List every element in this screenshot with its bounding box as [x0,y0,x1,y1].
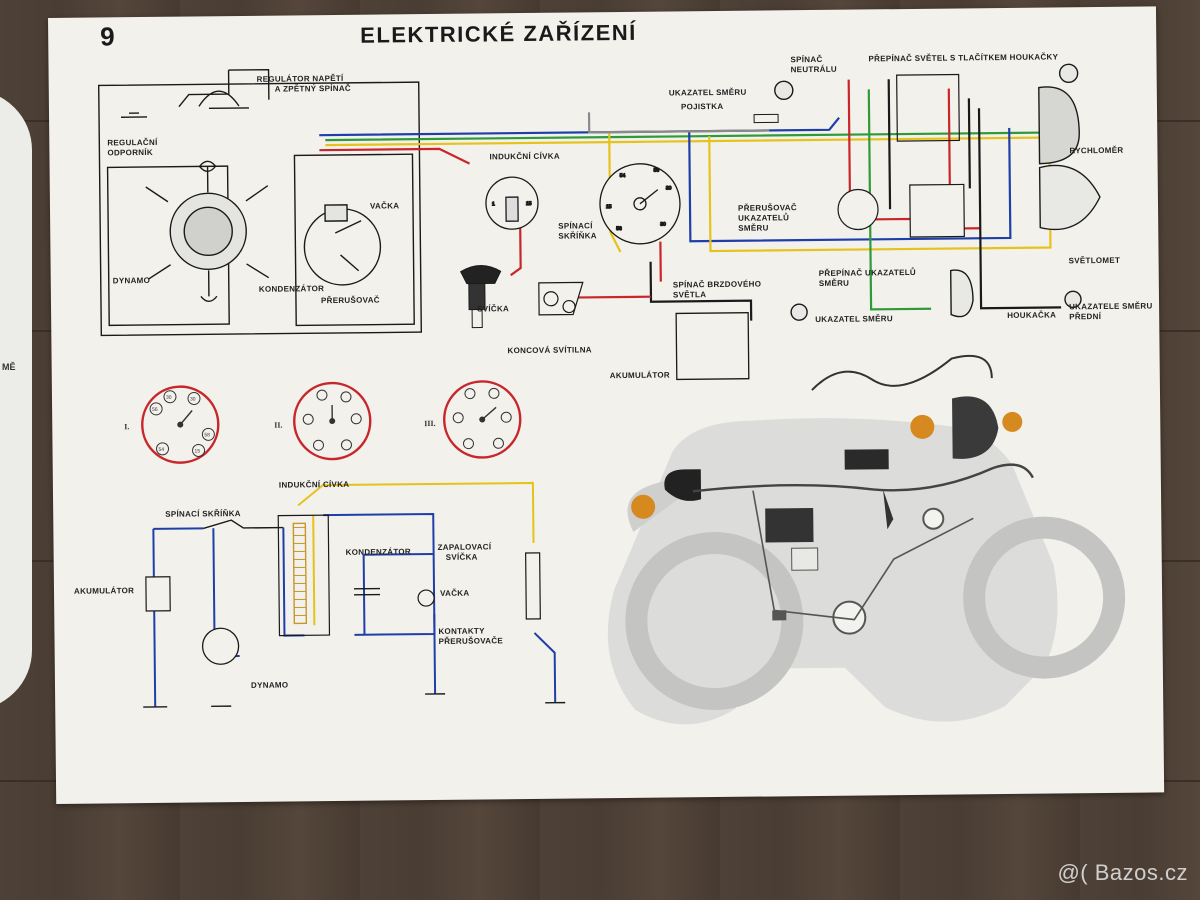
motorcycle-illustration [607,354,1126,725]
svg-text:30: 30 [666,185,672,191]
ignition-switch: 54 56 30 15 58 30 [599,163,681,245]
svg-text:KONDENZÁTOR: KONDENZÁTOR [259,284,324,294]
svg-text:II.: II. [274,421,282,430]
svg-text:PŘEDNÍ: PŘEDNÍ [1069,312,1102,321]
svg-text:KONTAKTY: KONTAKTY [438,626,485,635]
svg-text:UKAZATEL SMĚRU: UKAZATEL SMĚRU [815,314,893,324]
svg-text:PŘERUŠOVAČE: PŘERUŠOVAČE [439,636,504,646]
svg-text:VAČKA: VAČKA [370,201,399,210]
svg-text:UKAZATELE SMĚRU: UKAZATELE SMĚRU [1069,301,1153,311]
svg-text:AKUMULÁTOR: AKUMULÁTOR [74,586,134,596]
switch-position-2: II. [274,381,372,461]
poster-title: ELEKTRICKÉ ZAŘÍZENÍ [360,20,637,48]
svg-text:PŘEPÍNAČ SVĚTEL S TLAČÍTKEM HO: PŘEPÍNAČ SVĚTEL S TLAČÍTKEM HOUKAČKY [868,52,1058,63]
svg-text:UKAZATEL SMĚRU: UKAZATEL SMĚRU [669,88,747,98]
svg-text:SMĚRU: SMĚRU [738,223,768,232]
svg-text:56: 56 [654,168,660,174]
svg-text:INDUKČNÍ CÍVKA: INDUKČNÍ CÍVKA [489,152,560,162]
svg-text:30: 30 [166,395,172,401]
svg-text:HOUKAČKA: HOUKAČKA [1007,310,1056,320]
svg-text:SPÍNAČ: SPÍNAČ [790,55,822,64]
main-diagram-labels: REGULÁTOR NAPĚTÍ A ZPĚTNÝ SPÍNAČ REGULAČ… [107,52,1153,381]
fuse [753,113,779,124]
svg-text:III.: III. [424,419,435,428]
svg-text:30: 30 [190,396,196,402]
coil-terminal-1: 1 [492,201,495,207]
svg-text:54: 54 [158,447,164,453]
svg-text:DYNAMO: DYNAMO [113,276,150,285]
svg-text:SPÍNAČ BRZDOVÉHO: SPÍNAČ BRZDOVÉHO [673,280,761,290]
svg-text:RYCHLOMĚR: RYCHLOMĚR [1069,146,1123,156]
svg-text:DYNAMO: DYNAMO [251,681,288,690]
svg-text:VAČKA: VAČKA [440,589,469,598]
svg-text:PŘERUŠOVAČ: PŘERUŠOVAČ [738,203,797,213]
poster-number: 9 [100,21,115,51]
svg-text:SVĚTLA: SVĚTLA [673,290,706,299]
bazos-watermark: @( Bazos.cz [1057,860,1188,885]
partial-left-text: MĚ [2,362,16,372]
svg-text:NEUTRÁLU: NEUTRÁLU [791,65,837,74]
svg-text:56: 56 [152,407,158,413]
svg-text:PŘEPÍNAČ UKAZATELŮ: PŘEPÍNAČ UKAZATELŮ [819,267,916,278]
svg-text:ODPORNÍK: ODPORNÍK [107,148,153,157]
wiring-diagram: 9 ELEKTRICKÉ ZAŘÍZENÍ [74,20,1153,725]
svg-text:15: 15 [195,448,201,454]
svg-text:I.: I. [124,422,129,431]
switch-position-3: III. [424,380,522,459]
svg-text:INDUKČNÍ CÍVKA: INDUKČNÍ CÍVKA [279,480,350,490]
svg-text:SKŘÍŇKA: SKŘÍŇKA [558,231,597,240]
dynamo-block [98,68,423,337]
coil-terminal-15: 15 [526,201,532,207]
turn-signal-flasher [837,183,965,238]
svg-text:REGULÁTOR NAPĚTÍ: REGULÁTOR NAPĚTÍ [257,74,344,84]
svg-text:REGULAČNÍ: REGULAČNÍ [107,138,158,148]
svg-text:SPÍNACÍ SKŘÍŇKA: SPÍNACÍ SKŘÍŇKA [165,509,241,519]
svg-text:AKUMULÁTOR: AKUMULÁTOR [610,371,670,381]
poster-sheet: 9 ELEKTRICKÉ ZAŘÍZENÍ [48,6,1165,804]
battery [675,312,750,381]
svg-text:POJISTKA: POJISTKA [681,102,724,111]
headlight [774,63,1101,321]
svg-text:SVÍČKA: SVÍČKA [477,304,509,313]
svg-text:58: 58 [616,226,622,232]
switch-position-1: I. 30 30 56 58 54 15 [124,385,220,464]
svg-text:A ZPĚTNÝ SPÍNAČ: A ZPĚTNÝ SPÍNAČ [275,84,351,94]
svg-text:54: 54 [620,173,626,179]
light-switch-box [896,73,960,142]
switch-position-diagrams: I. 30 30 56 58 54 15 II. III. [124,380,522,464]
svg-text:UKAZATELŮ: UKAZATELŮ [738,212,789,223]
svg-text:PŘERUŠOVAČ: PŘERUŠOVAČ [321,296,380,306]
svg-text:58: 58 [204,432,210,438]
spark-plug [460,264,502,329]
adjacent-poster-edge: MĚ [0,90,32,710]
induction-coil: 1 15 [485,176,539,230]
tail-light [538,281,584,316]
svg-text:SPÍNACÍ: SPÍNACÍ [558,221,593,230]
svg-text:SMĚRU: SMĚRU [819,279,849,288]
svg-text:30: 30 [660,222,666,228]
wire-harness [319,79,1062,321]
svg-text:KONDENZÁTOR: KONDENZÁTOR [346,547,411,557]
svg-text:KONCOVÁ SVÍTILNA: KONCOVÁ SVÍTILNA [507,345,591,355]
svg-text:ZAPALOVACÍ: ZAPALOVACÍ [438,542,492,552]
simplified-circuit-labels: SPÍNACÍ SKŘÍŇKA INDUKČNÍ CÍVKA KONDENZÁT… [74,480,504,690]
simplified-ignition-circuit [143,481,566,708]
svg-text:SVĚTLOMET: SVĚTLOMET [1069,256,1121,266]
svg-text:SVÍČKA: SVÍČKA [446,553,478,562]
svg-text:15: 15 [606,204,612,210]
